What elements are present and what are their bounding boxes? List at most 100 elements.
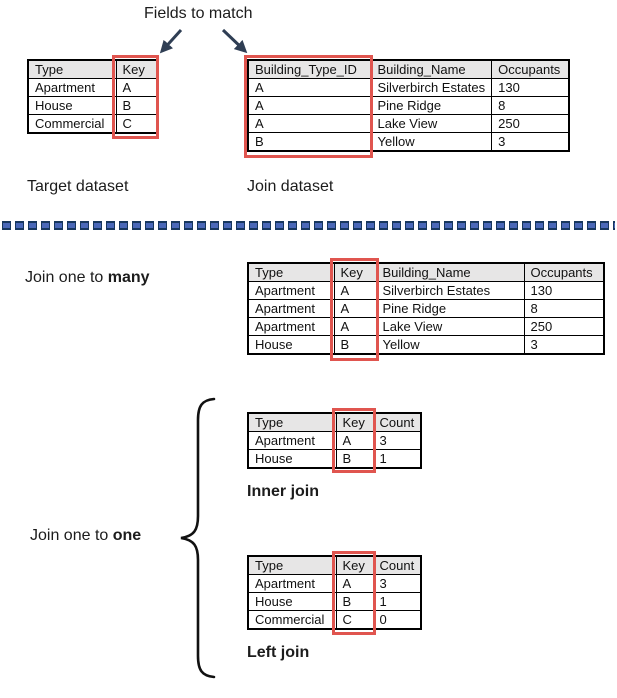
table-cell: Lake View [375, 317, 525, 336]
table-cell: 3 [491, 132, 570, 152]
table-cell: B [115, 96, 158, 115]
column-header: Type [247, 412, 337, 432]
table-cell: 130 [491, 78, 570, 97]
column-header: Occupants [491, 59, 570, 79]
table-cell: 1 [372, 592, 422, 611]
column-header: Building_Type_ID [247, 59, 372, 79]
table-cell: Silverbirch Estates [370, 78, 493, 97]
column-header: Building_Name [370, 59, 493, 79]
table-cell: A [247, 114, 372, 133]
table-cell: C [115, 114, 158, 134]
table-cell: Apartment [247, 317, 335, 336]
table-cell: B [247, 132, 372, 152]
target-dataset-label: Target dataset [27, 178, 129, 195]
table-row: House B Yellow 3 [247, 335, 605, 355]
inner-join-label: Inner join [247, 483, 319, 500]
column-header: Count [372, 555, 422, 575]
column-header: Type [247, 555, 337, 575]
table-row: House B [27, 96, 158, 115]
table-row: B Yellow 3 [247, 132, 570, 152]
table-row: Apartment A 3 [247, 431, 422, 450]
table-row: Commercial C [27, 114, 158, 134]
table-cell: Pine Ridge [370, 96, 493, 115]
column-header: Count [372, 412, 422, 432]
left-curly-brace-icon [180, 397, 216, 679]
one-to-many-result-table: Type Key Building_Name Occupants Apartme… [247, 262, 605, 355]
table-cell: A [115, 78, 158, 97]
table-cell: B [335, 592, 374, 611]
table-cell: House [27, 96, 117, 115]
table-cell: 3 [372, 574, 422, 593]
join-one-to-many-label: Join one to many [25, 269, 150, 287]
join-one-to-many-prefix: Join one to [25, 269, 108, 286]
table-cell: House [247, 335, 335, 355]
table-cell: 8 [523, 299, 605, 318]
table-cell: A [333, 299, 377, 318]
table-row: Apartment A 3 [247, 574, 422, 593]
table-row: Apartment A Silverbirch Estates 130 [247, 281, 605, 300]
table-cell: House [247, 449, 337, 469]
table-cell: B [335, 449, 374, 469]
table-cell: A [247, 78, 372, 97]
table-cell: 3 [372, 431, 422, 450]
table-cell: A [333, 281, 377, 300]
column-header: Building_Name [375, 262, 525, 282]
table-cell: Apartment [247, 431, 337, 450]
column-header: Type [27, 59, 117, 79]
join-one-to-many-emphasis: many [107, 269, 150, 286]
column-header: Key [115, 59, 158, 79]
table-row: House B 1 [247, 592, 422, 611]
left-join-label: Left join [247, 644, 310, 661]
table-row: A Silverbirch Estates 130 [247, 78, 570, 97]
column-header: Type [247, 262, 335, 282]
table-header-row: Type Key Building_Name Occupants [247, 262, 605, 282]
table-cell: A [333, 317, 377, 336]
table-cell: Yellow [375, 335, 525, 355]
table-cell: A [335, 431, 374, 450]
table-row: A Pine Ridge 8 [247, 96, 570, 115]
left-join-result-table: Type Key Count Apartment A 3 House B 1 C… [247, 555, 423, 630]
table-cell: 250 [523, 317, 605, 336]
table-cell: Yellow [370, 132, 493, 152]
table-cell: B [333, 335, 377, 355]
table-cell: 250 [491, 114, 570, 133]
join-one-to-one-prefix: Join one to [30, 527, 113, 544]
table-row: Apartment A Lake View 250 [247, 317, 605, 336]
table-cell: 8 [491, 96, 570, 115]
table-cell: Commercial [27, 114, 117, 134]
table-cell: Lake View [370, 114, 493, 133]
fields-to-match-label: Fields to match [144, 5, 253, 22]
column-header: Key [335, 555, 374, 575]
table-header-row: Type Key Count [247, 412, 422, 432]
table-cell: Pine Ridge [375, 299, 525, 318]
table-header-row: Type Key Count [247, 555, 422, 575]
join-one-to-one-emphasis: one [112, 527, 142, 544]
table-row: Apartment A Pine Ridge 8 [247, 299, 605, 318]
table-cell: Apartment [247, 281, 335, 300]
table-row: Apartment A [27, 78, 158, 97]
table-cell: Silverbirch Estates [375, 281, 525, 300]
table-cell: A [247, 96, 372, 115]
table-cell: 3 [523, 335, 605, 355]
table-row: Commercial C 0 [247, 610, 422, 630]
table-cell: Apartment [247, 574, 337, 593]
join-dataset-table: Building_Type_ID Building_Name Occupants… [247, 59, 570, 152]
table-cell: House [247, 592, 337, 611]
target-dataset-table: Type Key Apartment A House B Commercial … [27, 59, 158, 134]
join-one-to-one-label: Join one to one [30, 527, 141, 545]
column-header: Key [335, 412, 374, 432]
table-cell: Apartment [27, 78, 117, 97]
table-cell: Apartment [247, 299, 335, 318]
table-row: A Lake View 250 [247, 114, 570, 133]
table-cell: Commercial [247, 610, 337, 630]
table-cell: A [335, 574, 374, 593]
down-right-arrow-icon [221, 28, 248, 54]
decorative-dashed-divider [2, 221, 615, 230]
column-header: Occupants [523, 262, 605, 282]
table-header-row: Type Key [27, 59, 158, 79]
table-header-row: Building_Type_ID Building_Name Occupants [247, 59, 570, 79]
column-header: Key [333, 262, 377, 282]
table-cell: 1 [372, 449, 422, 469]
table-cell: C [335, 610, 374, 630]
